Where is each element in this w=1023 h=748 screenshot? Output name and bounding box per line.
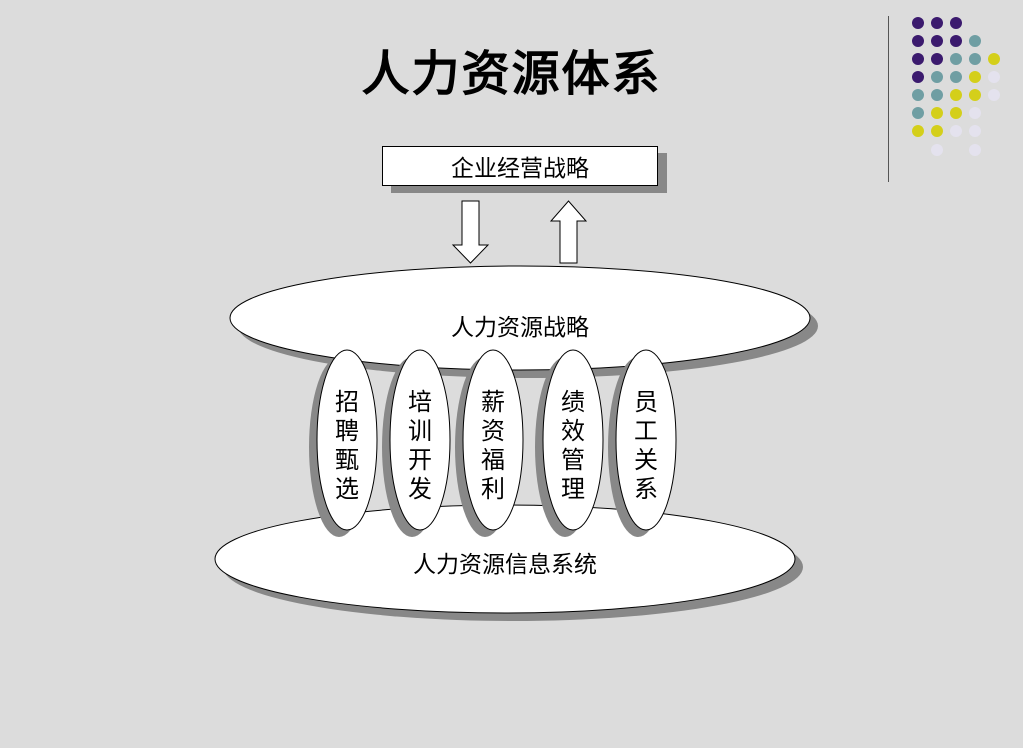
down-arrow-icon [451,200,490,264]
pillar-employee-relations [615,349,677,531]
pillar-label-recruitment: 招聘甄选 [335,388,359,503]
hr-strategy-ellipse [229,265,811,371]
pillar-label-training: 培训开发 [408,388,432,503]
up-arrow-icon [549,200,588,264]
hr-info-system-label: 人力资源信息系统 [413,552,597,578]
pillar-compensation [462,349,524,531]
slide-title: 人力资源体系 [361,46,662,102]
pillar-label-employee-relations: 员工关系 [634,388,658,503]
pillar-performance [542,349,604,531]
pillar-label-performance: 绩效管理 [561,388,585,503]
pillar-training [389,349,451,531]
decorative-dot-grid [912,17,1000,156]
hr-strategy-label: 人力资源战略 [451,315,589,341]
decorative-divider [888,16,889,182]
business-strategy-box: 企业经营战略 [382,146,658,186]
pillar-recruitment [316,349,378,531]
pillar-label-compensation: 薪资福利 [481,388,505,503]
